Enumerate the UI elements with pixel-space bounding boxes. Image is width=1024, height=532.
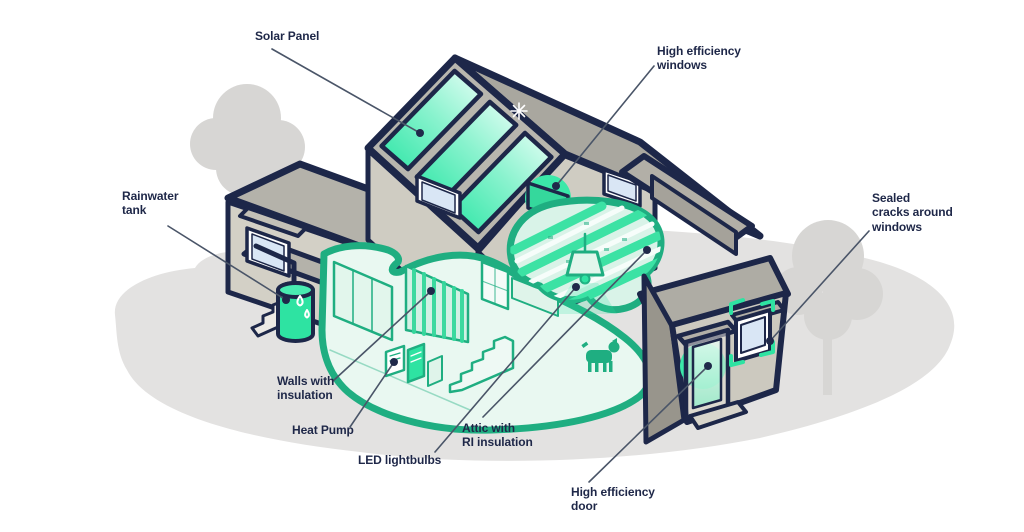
- leader-dots: [282, 129, 774, 370]
- label-sealed-cracks: Sealed cracks around windows: [872, 191, 953, 234]
- heat-pump: [384, 342, 443, 387]
- right-wing: [619, 153, 791, 445]
- label-walls-with-insulation: Walls with insulation: [277, 374, 335, 403]
- solar-panels: [379, 68, 554, 235]
- label-heat-pump: Heat Pump: [292, 423, 354, 437]
- label-high-efficiency-windows: High efficiency windows: [657, 44, 741, 73]
- cutaway-interior: [318, 242, 654, 434]
- insulated-stud-wall: [404, 264, 470, 344]
- sealed-window: [729, 298, 786, 367]
- label-rainwater-tank: Rainwater tank: [122, 189, 179, 218]
- tree-right: [774, 220, 883, 395]
- dog: [581, 338, 620, 372]
- label-high-efficiency-door: High efficiency door: [571, 485, 655, 514]
- wardrobe: [332, 260, 394, 342]
- label-attic-ri-insulation: Attic with RI insulation: [462, 421, 533, 450]
- staircase: [448, 335, 515, 394]
- interior-door: [480, 260, 510, 311]
- water-drops: [296, 295, 310, 319]
- leader-lines: [167, 48, 870, 483]
- seal-marks: [729, 298, 775, 367]
- sun-glyph: [510, 102, 528, 120]
- label-solar-panel: Solar Panel: [255, 29, 320, 43]
- attic-insulation: [506, 196, 665, 314]
- label-led-lightbulbs: LED lightbulbs: [358, 453, 442, 467]
- awning: [238, 206, 308, 238]
- led-lamp: [553, 232, 617, 314]
- high-efficiency-door: [675, 319, 748, 430]
- main-house: [364, 54, 764, 343]
